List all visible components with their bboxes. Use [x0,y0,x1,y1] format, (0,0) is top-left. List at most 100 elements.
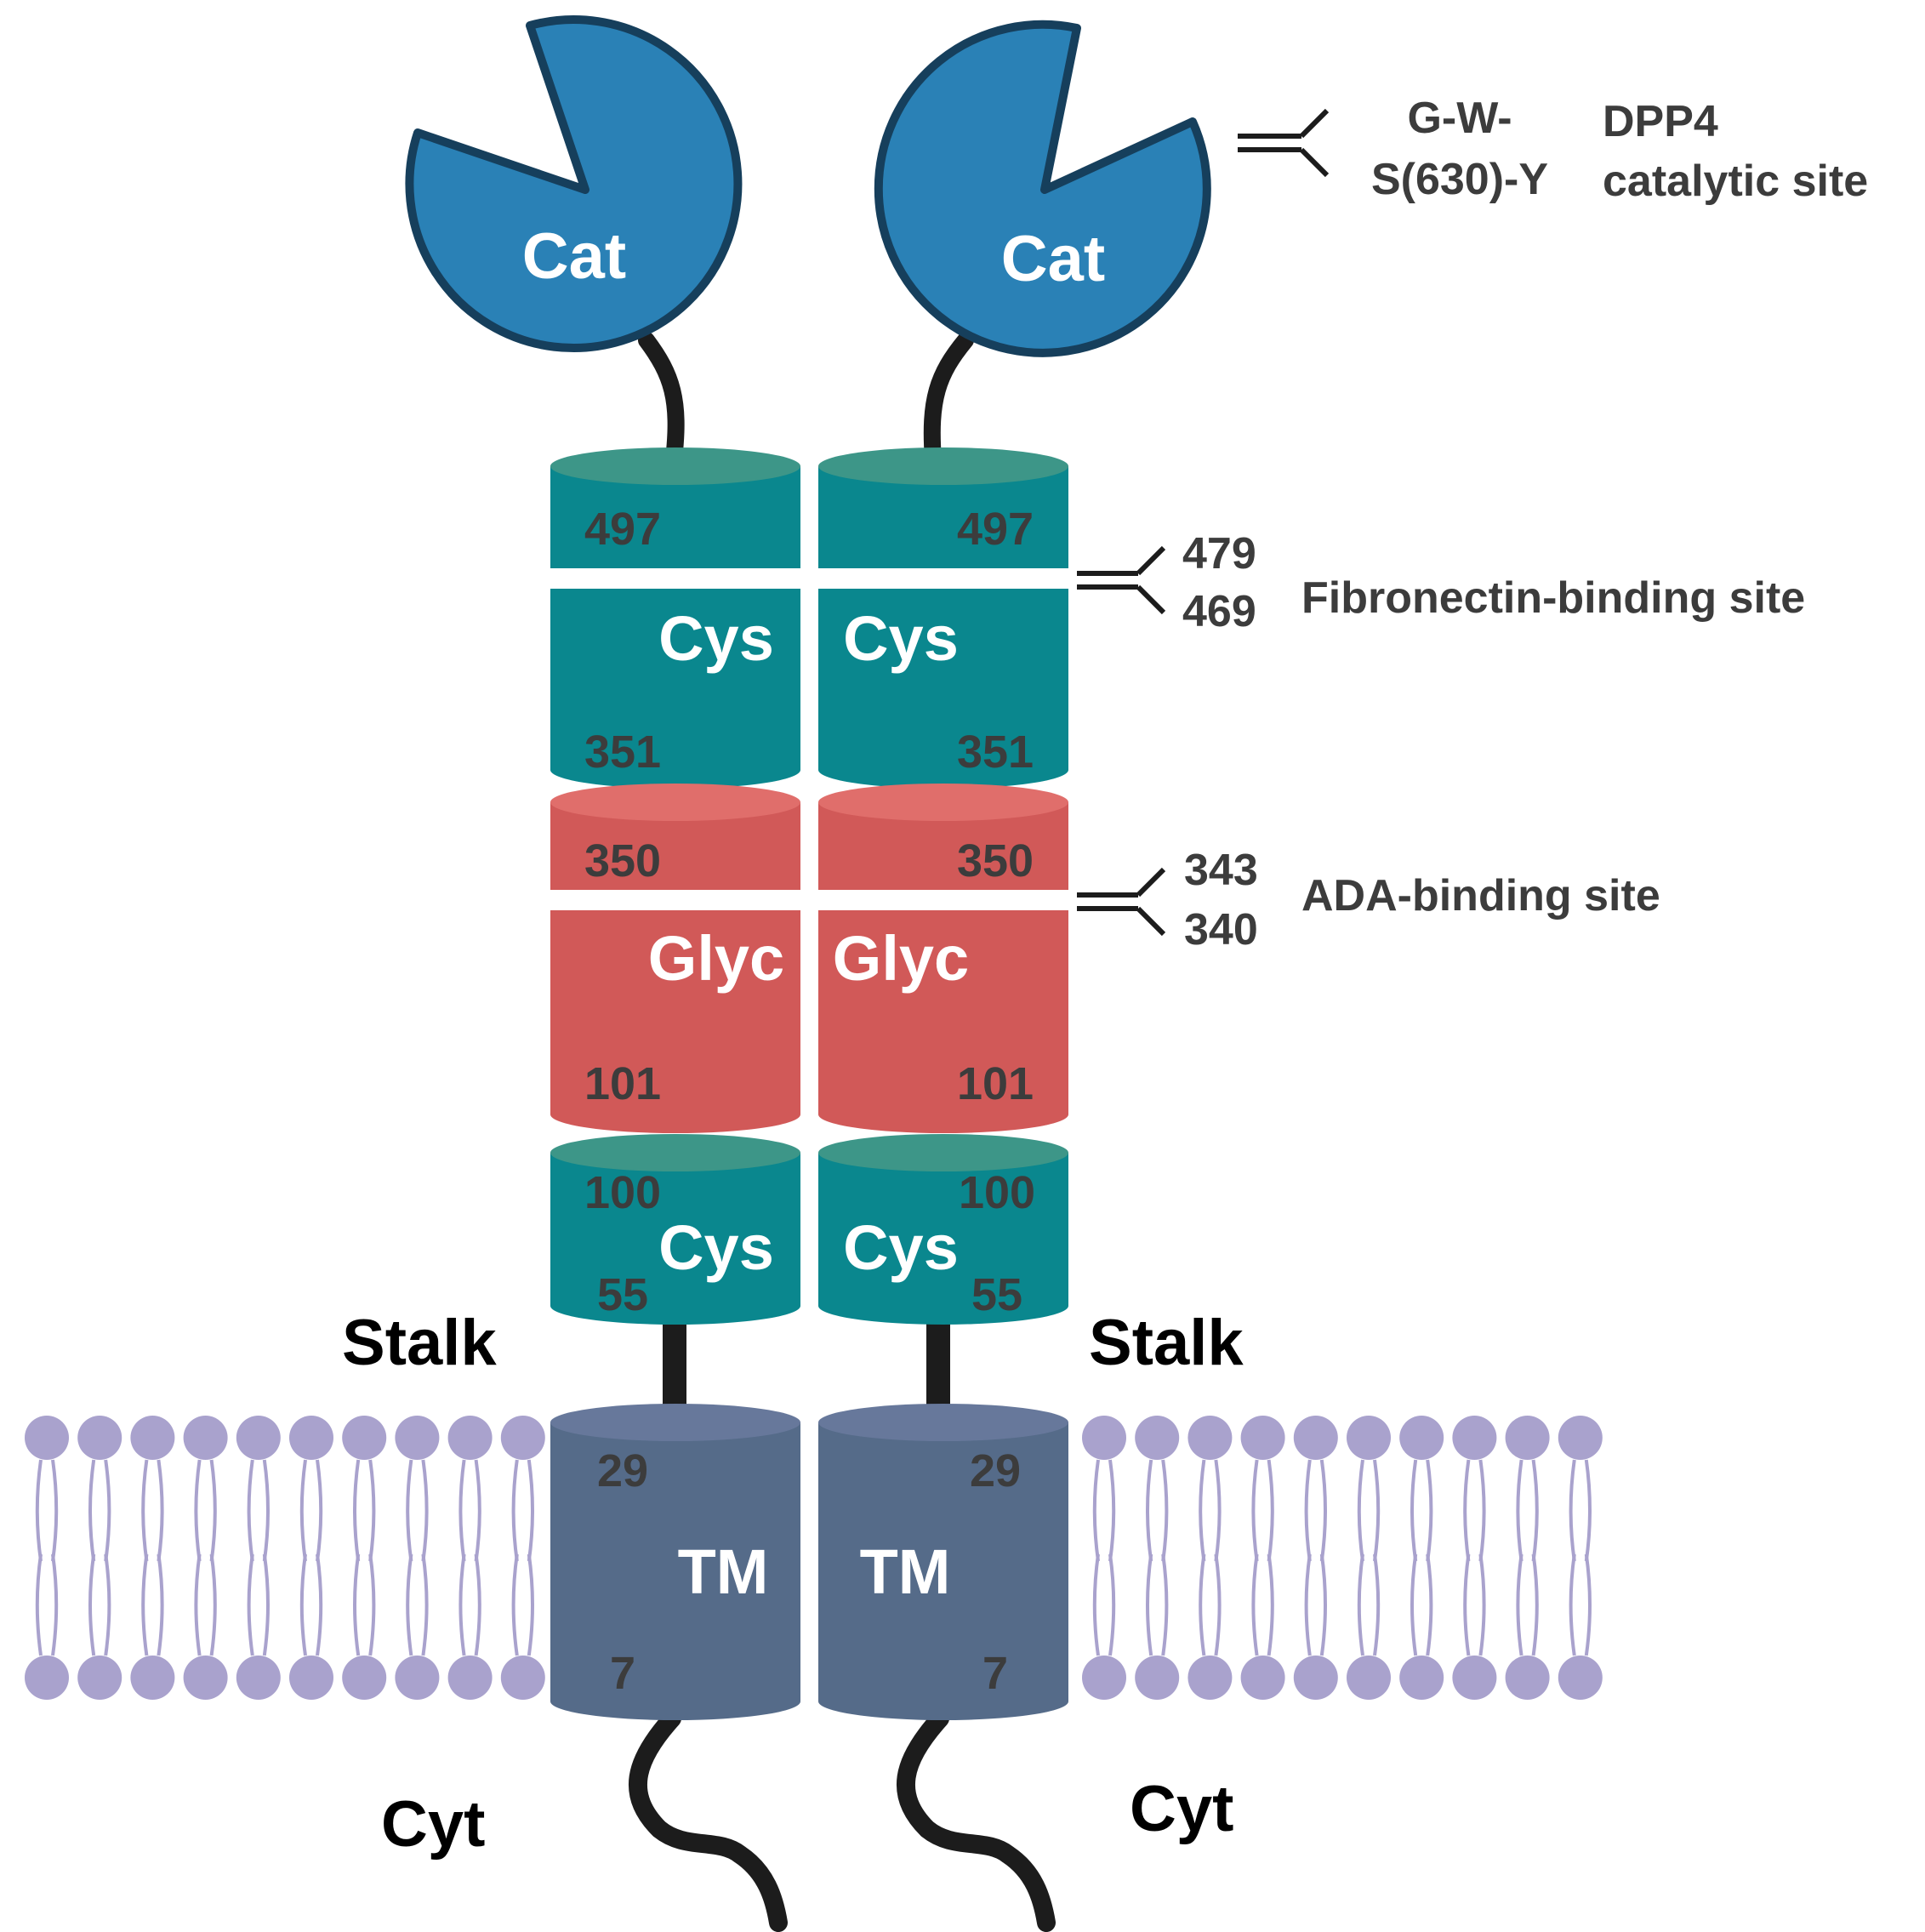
lipid-head [183,1416,228,1460]
lipid-head [342,1656,387,1700]
cyt-label-right: Cyt [1130,1773,1233,1845]
lipid-tail [1584,1553,1592,1656]
lipid-tail [353,1553,361,1656]
lipid-head [1293,1656,1338,1700]
lipid-tail [209,1459,217,1562]
lipid-tail [141,1553,149,1656]
lipid-tail [1092,1553,1100,1656]
lipid-tail [421,1553,429,1656]
catalytic-linker-right [923,332,974,468]
lipid-head [1452,1416,1497,1460]
lipid-head [1135,1416,1180,1460]
lipid-tail [1531,1459,1539,1562]
lipid-tail [1478,1553,1486,1656]
lipid-tail [353,1459,361,1562]
lipid-tail [1199,1553,1206,1656]
lipid-head [1452,1656,1497,1700]
lipid-tail [262,1553,270,1656]
lipid-tail [262,1459,270,1562]
catalytic-domain-right [874,20,1211,357]
lipid-tail [1410,1459,1418,1562]
lipid-head [500,1416,545,1460]
glyc-label-right: Glyc [833,923,969,994]
ada-residue-343: 343 [1184,846,1258,895]
lipid-tail [1569,1553,1576,1656]
lipid-tail [1214,1459,1222,1562]
lipid-tail [1478,1459,1486,1562]
lipid-head [395,1416,440,1460]
glyc-divider-right [818,890,1068,910]
lipid-tail [247,1459,254,1562]
lipid-tail [141,1459,149,1562]
lipid-tail [1267,1459,1274,1562]
lipid-tail [1569,1459,1576,1562]
lipid-tail [1304,1459,1312,1562]
lipid-head [447,1656,493,1700]
lipid-tail [1267,1553,1274,1656]
lipid-tail [368,1553,376,1656]
stalk-linker-left [663,1314,686,1421]
glyc-divider-left [550,890,800,910]
lipid-tail [194,1553,202,1656]
residue-29-right: 29 [970,1445,1021,1496]
lipid-tail [1251,1553,1259,1656]
lipid-tail [1516,1459,1523,1562]
lipid-head [236,1416,281,1460]
glyc-label-left: Glyc [648,923,784,994]
cys-lower-domain-right [818,1134,1068,1325]
lipid-head [25,1416,69,1460]
cyt-label-left: Cyt [381,1788,485,1861]
lipid-bilayer [25,1416,1603,1700]
lipid-tail [104,1553,111,1656]
lipid-tail [157,1459,164,1562]
lipid-tail [35,1553,43,1656]
lipid-tail [527,1553,534,1656]
lipid-tail [406,1553,413,1656]
lipid-head [1293,1416,1338,1460]
lipid-head [1240,1416,1285,1460]
ada-site-marker [1077,867,1166,937]
lipid-tail [316,1459,323,1562]
lipid-head [77,1416,122,1460]
lipid-tail [1304,1553,1312,1656]
tm-label-right: TM [860,1536,951,1607]
lipid-tail [88,1553,96,1656]
cys-upper-label-left: Cys [658,603,774,674]
lipid-head [447,1416,493,1460]
lipid-tail [194,1459,202,1562]
glyc-domain-left [550,784,800,1133]
lipid-head [1505,1416,1550,1460]
fibronectin-residue-479: 479 [1182,529,1256,578]
stalk-linker-right [926,1314,950,1421]
lipid-tail [458,1553,466,1656]
lipid-tail [51,1553,59,1656]
lipid-head [1240,1656,1285,1700]
lipid-tail [51,1459,59,1562]
residue-351-right: 351 [957,727,1034,778]
lipid-tail [511,1459,519,1562]
lipid-head [1135,1656,1180,1700]
lipid-head [342,1416,387,1460]
residue-497-right: 497 [957,504,1034,555]
cys-lower-domain-left [550,1134,800,1325]
lipid-tail [1426,1459,1433,1562]
residue-29-left: 29 [597,1445,648,1496]
tm-domain-left [550,1404,800,1720]
lipid-tail [1146,1459,1153,1562]
lipid-tail [299,1553,307,1656]
cys-lower-label-right: Cys [843,1212,959,1283]
stalk-label-left: Stalk [342,1307,497,1379]
lipid-tail [1373,1459,1381,1562]
stalk-label-right: Stalk [1089,1307,1244,1379]
lipid-tail [316,1553,323,1656]
cys-lower-label-left: Cys [658,1212,774,1283]
lipid-tail [1426,1553,1433,1656]
lipid-head [77,1656,122,1700]
catalytic-linker-left [638,332,685,468]
cys-upper-domain-right [818,447,1068,789]
lipid-tail [511,1553,519,1656]
lipid-tail [1108,1459,1116,1562]
lipid-head [289,1656,333,1700]
lipid-head [1347,1416,1391,1460]
